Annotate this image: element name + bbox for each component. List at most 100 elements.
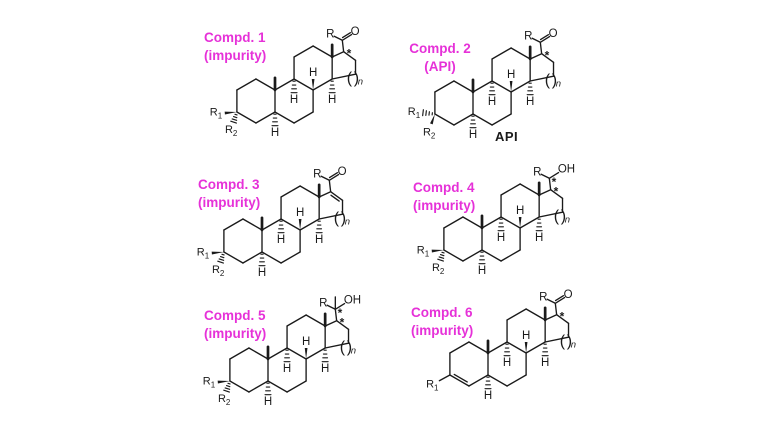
atom-label-R1: R1 <box>203 375 216 389</box>
hash-bond <box>217 260 224 264</box>
hash-bond <box>224 387 231 390</box>
wedge-bond <box>304 348 308 359</box>
ring-size-n: n <box>565 215 570 226</box>
atom-label-H: H <box>258 267 266 279</box>
bond <box>462 249 483 262</box>
bond <box>434 80 455 93</box>
compound-3-title: Compd. 3 <box>198 177 260 192</box>
bond <box>280 185 301 198</box>
bond <box>229 347 250 360</box>
hash-bond <box>227 382 231 385</box>
stereocenter-c17: * <box>340 315 345 329</box>
bond <box>305 347 326 360</box>
atom-label-R: R <box>326 28 334 40</box>
bond <box>555 314 570 324</box>
bond <box>305 314 326 327</box>
ring-size-paren-open: ( <box>340 339 346 356</box>
bond <box>481 216 502 229</box>
ring-size-paren-close: ) <box>552 72 557 89</box>
atom-label-H: H <box>541 357 549 369</box>
bond <box>539 34 550 41</box>
bond <box>539 35 551 43</box>
atom-label-H: H <box>321 363 329 375</box>
bond <box>335 320 350 330</box>
atom-label-H: H <box>478 265 486 277</box>
hash-bond <box>231 118 238 121</box>
bond <box>255 78 276 91</box>
bond <box>506 341 527 354</box>
wedge-bond <box>518 217 522 228</box>
bond <box>434 113 455 126</box>
bond <box>449 341 470 354</box>
stereocenter-c17: * <box>545 48 550 62</box>
bond <box>341 32 352 39</box>
atom-label-O: O <box>564 289 573 301</box>
hash-bond <box>232 116 238 119</box>
bond <box>334 308 338 322</box>
compound-6-title: Compd. 6 <box>411 305 473 320</box>
wedge-bond <box>224 111 237 115</box>
bond <box>299 218 320 231</box>
bond <box>554 296 566 304</box>
bond <box>546 298 556 304</box>
bond <box>453 80 474 93</box>
bond <box>333 35 343 41</box>
atom-label-R: R <box>533 166 541 178</box>
wedge-bond <box>524 342 528 353</box>
atom-label-OH: OH <box>344 294 361 306</box>
compound-5-subtitle: (impurity) <box>204 325 267 341</box>
atom-label-H: H <box>271 127 279 139</box>
atom-label-H: H <box>526 96 534 108</box>
ring-size-n: n <box>556 79 561 90</box>
atom-label-R1: R1 <box>210 106 223 120</box>
bond <box>468 374 489 387</box>
ring-size-paren-open: ( <box>554 208 560 225</box>
bond <box>293 111 314 124</box>
bond <box>453 373 468 383</box>
atom-label-R2: R2 <box>432 262 445 276</box>
bond <box>331 51 345 58</box>
bond <box>506 374 527 387</box>
hash-bond <box>422 109 424 117</box>
hash-bond <box>223 389 230 393</box>
atom-label-H: H <box>503 357 511 369</box>
bond <box>274 111 295 124</box>
compound-4-label: Compd. 4 (impurity) <box>413 179 475 214</box>
compound-2-label: Compd. 2 (API) <box>403 40 477 75</box>
ring-size-paren-open: ( <box>545 72 551 89</box>
compound-2-subtitle: (API) <box>424 58 456 74</box>
bond <box>487 341 508 354</box>
atom-label-H: H <box>309 67 317 79</box>
bond <box>538 189 552 196</box>
atom-label-O: O <box>351 26 360 38</box>
atom-label-R1: R1 <box>408 106 421 120</box>
bond <box>529 53 543 60</box>
bond <box>500 249 521 262</box>
stereocenter-c17: * <box>347 46 352 60</box>
bond <box>293 78 314 91</box>
atom-label-H: H <box>315 234 323 246</box>
atom-label-H: H <box>277 234 285 246</box>
bond <box>280 218 301 231</box>
hash-bond <box>438 256 445 259</box>
stereocenter-c17: * <box>560 309 565 323</box>
hash-bond <box>221 253 225 256</box>
compound-1-subtitle: (impurity) <box>204 47 267 63</box>
bond <box>462 216 483 229</box>
bond <box>506 308 527 321</box>
atom-label-O: O <box>338 166 347 178</box>
hash-bond <box>219 256 225 259</box>
bond <box>286 314 307 327</box>
bond <box>481 249 502 262</box>
atom-label-H: H <box>296 207 304 219</box>
atom-label-H: H <box>264 396 272 408</box>
wedge-bond <box>217 380 230 384</box>
bond <box>261 251 282 264</box>
bond <box>443 249 464 262</box>
atom-label-H: H <box>484 390 492 402</box>
bond <box>472 80 493 93</box>
atom-label-R: R <box>524 30 532 42</box>
bond <box>554 302 558 316</box>
